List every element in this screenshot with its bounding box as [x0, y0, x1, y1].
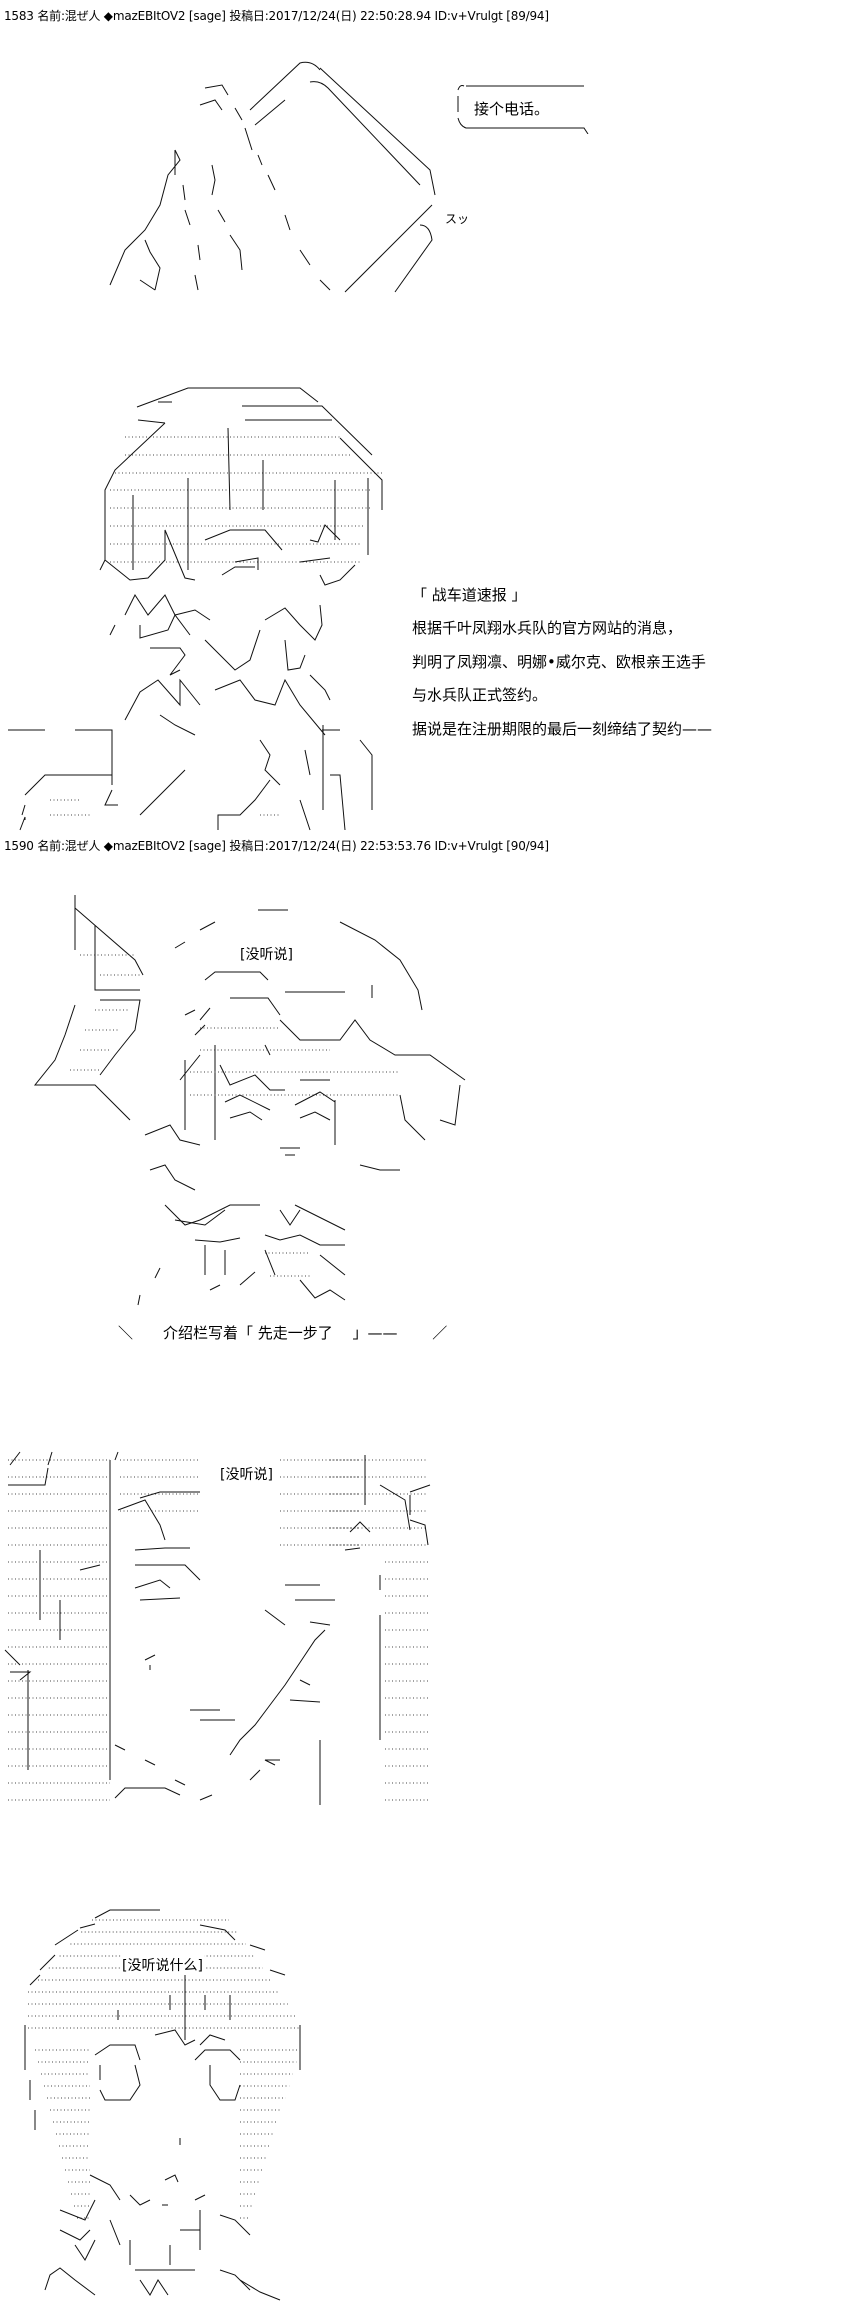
news-line-4: 据说是在注册期限的最后一刻缔结了契约—— [412, 720, 713, 738]
post-header-1590: 1590 名前:混ぜ人 ◆mazEBItOV2 [sage] 投稿日:2017/… [4, 839, 549, 853]
post-header-1583: 1583 名前:混ぜ人 ◆mazEBItOV2 [sage] 投稿日:2017/… [4, 9, 549, 23]
thought-label-not-heard-1: [没听说] [239, 944, 294, 964]
ascii-art-girl-with-hat [8, 387, 383, 831]
thought-label-not-heard-2: [没听说] [219, 1464, 274, 1484]
ascii-art-girl-saluting [33, 895, 466, 1306]
caption-introduction-text: ＼ 介绍栏写着「 先走一步了 」—— ／ [118, 1324, 448, 1342]
news-line-3: 与水兵队正式签约。 [412, 686, 548, 704]
ascii-art-hand-holding-phone [109, 61, 436, 293]
ascii-art-girl-closeup-eyes [4, 1451, 431, 1805]
news-line-2: 判明了凤翔凛、明娜•威尔克、欧根亲王选手 [412, 653, 706, 671]
thought-label-not-heard-anything: [没听说什么] [121, 1955, 204, 1975]
news-line-1: 根据千叶凤翔水兵队的官方网站的消息， [412, 619, 683, 637]
speech-bubble: 接个电话。 [452, 82, 589, 134]
news-title: 「 战车道速报 」 [412, 586, 527, 604]
speech-bubble-text: 接个电话。 [474, 100, 550, 118]
ascii-art-girl-surprised [24, 1909, 301, 2301]
sfx-text: スッ [445, 212, 470, 226]
